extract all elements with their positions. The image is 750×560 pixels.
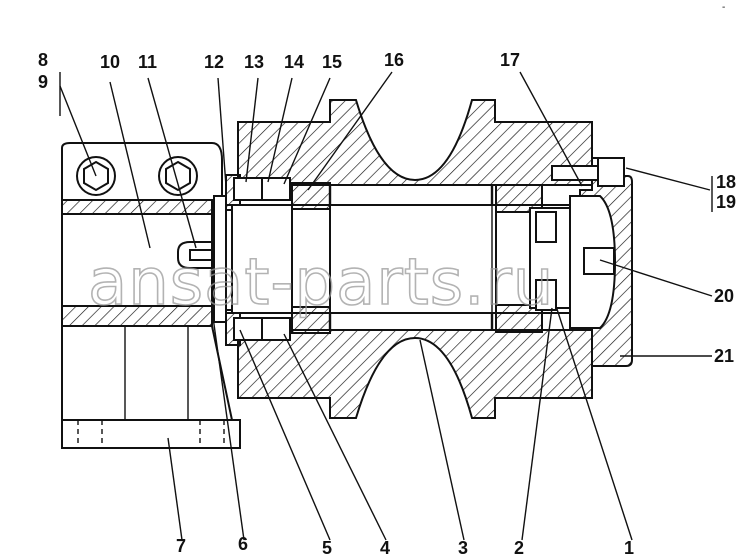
callout-3: 3 [458,538,468,558]
callout-17: 17 [500,50,520,70]
corner-mark: - [722,2,725,13]
callout-12: 12 [204,52,224,72]
callout-19: 19 [716,192,736,212]
callout-18: 18 [716,172,736,192]
callout-21: 21 [714,346,734,366]
callout-2: 2 [514,538,524,558]
callout-6: 6 [238,534,248,554]
bracket [61,142,241,449]
callout-15: 15 [322,52,342,72]
callout-1: 1 [624,538,634,558]
callout-14: 14 [284,52,304,72]
end-cover [551,157,633,367]
left-bearing-group [213,174,331,346]
callout-8: 8 [38,50,48,70]
callout-16: 16 [384,50,404,70]
callout-11: 11 [138,52,157,72]
callout-5: 5 [322,538,332,558]
callout-4: 4 [380,538,390,558]
callout-10: 10 [100,52,120,72]
callout-7: 7 [176,536,186,556]
callout-9: 9 [38,72,48,92]
callout-labels: 8 9 10 11 12 13 14 15 16 17 18 19 20 21 … [38,50,736,558]
callout-13: 13 [244,52,264,72]
watermark: ansat-parts.ru [88,246,554,320]
callout-20: 20 [714,286,734,306]
right-bearing-group [495,184,571,333]
leader-lines [59,71,713,541]
